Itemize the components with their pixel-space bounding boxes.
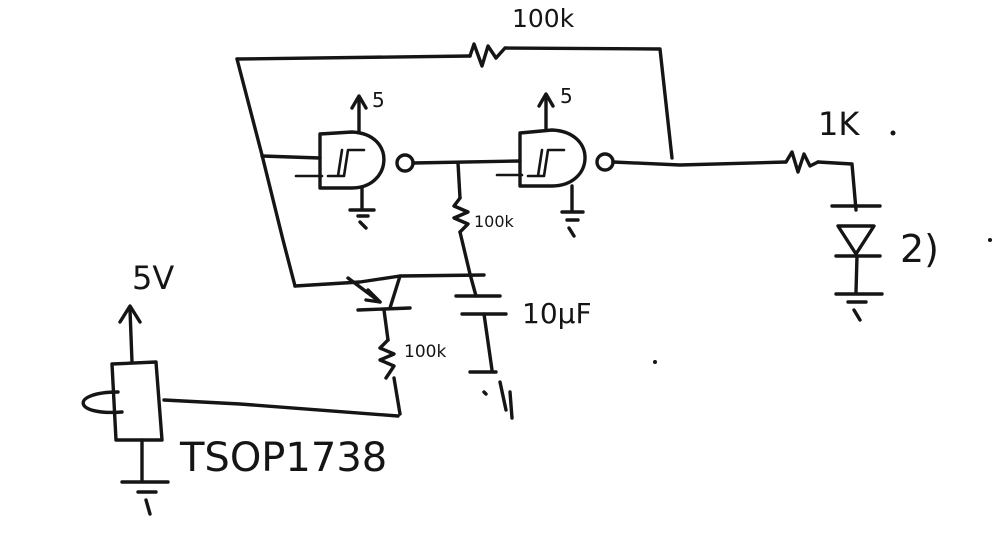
schmitt-icon bbox=[526, 148, 566, 178]
led-resistor-label: 1K bbox=[818, 105, 860, 143]
mid-resistor-label: 100k bbox=[474, 212, 514, 231]
sensor-signal-wire bbox=[162, 398, 400, 418]
input-wire bbox=[235, 57, 297, 288]
transistor-resistor-label: 100k bbox=[404, 342, 447, 362]
led-ground-icon bbox=[834, 292, 884, 322]
led-resistor-symbol bbox=[784, 150, 820, 174]
led-diode bbox=[830, 204, 884, 322]
gate-link-wire bbox=[411, 159, 522, 165]
transistor bbox=[293, 273, 486, 416]
sensor-supply-label: 5V bbox=[132, 259, 175, 297]
timing-network bbox=[452, 161, 514, 420]
capacitor-label: 10µF bbox=[522, 297, 592, 330]
schmitt-nand-gate-2 bbox=[495, 92, 615, 238]
ir-sensor bbox=[81, 304, 170, 516]
schmitt-nand-gate-1 bbox=[294, 94, 415, 230]
feedback-resistor-label: 100k bbox=[512, 4, 575, 33]
feedback-resistor-symbol bbox=[468, 42, 498, 68]
schmitt-icon bbox=[326, 148, 366, 178]
output-wire bbox=[611, 160, 788, 167]
gate2-ground-icon bbox=[560, 210, 585, 238]
transistor-resistor-symbol bbox=[378, 338, 396, 380]
gate1-input-wire bbox=[260, 154, 322, 160]
mid-resistor-symbol bbox=[452, 196, 470, 234]
gate1-ground-icon bbox=[348, 208, 376, 230]
gate2-supply-label: 5 bbox=[560, 84, 573, 108]
capacitor-ground-icon bbox=[468, 370, 514, 420]
sensor-lens-icon bbox=[81, 390, 124, 415]
sensor-ground-icon bbox=[120, 480, 170, 516]
led-wire bbox=[816, 160, 858, 212]
sensor-part-label: TSOP1738 bbox=[180, 435, 388, 481]
led-mark-label: 2) bbox=[900, 227, 940, 271]
feedback-wire bbox=[235, 42, 674, 160]
gate1-supply-label: 5 bbox=[372, 88, 385, 112]
sensor-supply-arrow bbox=[128, 308, 134, 364]
